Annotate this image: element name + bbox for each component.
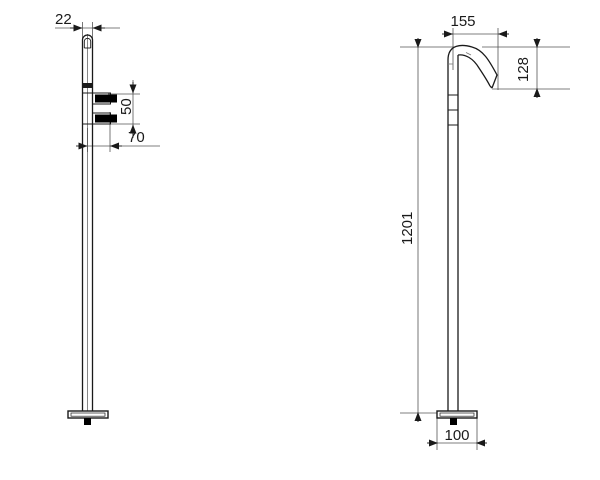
front-view-spout — [447, 44, 498, 89]
dim-70-label: 70 — [128, 129, 145, 146]
dim-50-label: 50 — [118, 98, 135, 115]
dim-128-label: 128 — [515, 57, 532, 82]
dim-100-label: 100 — [444, 427, 469, 444]
front-view-base-flange — [436, 410, 478, 425]
side-view-base-flange — [67, 410, 109, 425]
dim-22-label: 22 — [55, 11, 72, 28]
front-view-group: 155 128 1201 100 — [399, 13, 570, 450]
front-view-riser-pipe — [447, 55, 459, 412]
front-view-handle-collars — [448, 94, 458, 126]
side-view-inner-tube — [83, 37, 92, 49]
front-view-spout-seam — [465, 52, 472, 56]
dim-155-label: 155 — [450, 13, 475, 30]
front-view-extension-lines — [400, 28, 570, 450]
side-view-collar-mark — [82, 83, 93, 88]
side-view-group: 22 50 70 — [55, 11, 160, 425]
side-view-upper-handle — [95, 94, 117, 103]
dim-1201-label: 1201 — [399, 212, 416, 245]
side-view-lower-handle — [95, 114, 117, 123]
